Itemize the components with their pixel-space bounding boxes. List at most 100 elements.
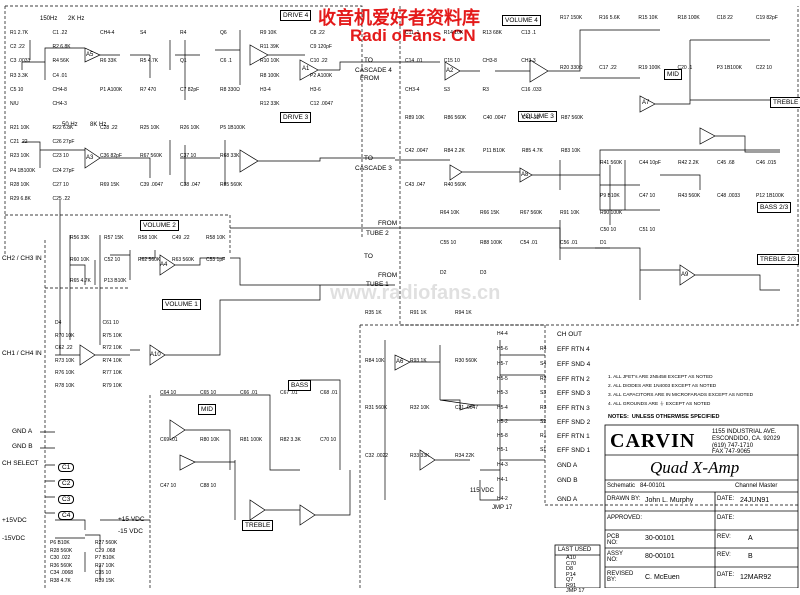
output-label: GND A: [557, 462, 578, 469]
output-pin: H5-2: [497, 419, 508, 425]
component-ref: C37 10: [180, 153, 197, 160]
component-ref: C6 .1: [220, 58, 232, 65]
ch-select-tag-1: C1: [58, 463, 75, 472]
product-name: Quad X-Amp: [650, 458, 740, 477]
section-volume4: VOLUME 4: [502, 15, 541, 26]
last-used-item: P14: [566, 571, 576, 578]
input-vdc-pos: +15VDC: [2, 517, 27, 524]
component-ref: R8 100K: [260, 72, 280, 79]
component-ref: R90 100K: [600, 210, 623, 216]
component-ref: R30 560K: [455, 357, 478, 364]
note-4-text: 4. ALL GROUNDS ARE: [608, 402, 659, 407]
rev-label-2: REV:: [717, 552, 731, 558]
component-ref: R94 1K: [455, 310, 472, 316]
component-ref: C70 10: [320, 436, 337, 443]
component-ref: R8 330Ω: [220, 86, 240, 93]
component-ref: S3: [443, 86, 450, 93]
output-pin: H5-6: [497, 346, 508, 352]
component-ref: C9 120pF: [310, 44, 332, 51]
input-ch1-ch4: CH1 / CH4 IN: [2, 350, 42, 357]
last-used-item: C70: [566, 560, 577, 567]
component-ref: CH3-3: [521, 58, 536, 65]
note-2: 2. ALL DIODES ARE 1N4003 EXCEPT AS NOTED: [608, 384, 717, 389]
component-ref: R29 6.8K: [10, 195, 31, 202]
component-ref: R67 560K: [520, 210, 543, 216]
component-ref: R83 10K: [561, 148, 581, 155]
component-ref: R5 4.7K: [140, 58, 159, 65]
opamp-label: A10: [150, 352, 161, 358]
component-ref: R35 1K: [365, 310, 382, 316]
output-tag: S3: [540, 390, 547, 396]
date-3: 12MAR92: [740, 574, 772, 581]
output-tag: R3: [540, 405, 547, 411]
component-ref: C11 .1: [405, 30, 420, 36]
revised-label: REVISED BY:: [607, 571, 634, 583]
ch-select-tag-2: C2: [58, 479, 75, 488]
section-mid-top: MID: [664, 69, 682, 80]
last-used-item: R91: [566, 582, 577, 589]
opamp-label: A8: [521, 172, 529, 178]
component-ref: C47 10: [639, 193, 656, 200]
component-ref: P6 B10K: [50, 540, 70, 546]
ch-select-tag-4: C4: [58, 511, 75, 520]
output-pin: H5-7: [497, 361, 508, 367]
component-ref: R21 10K: [10, 125, 30, 131]
output-pin: H4-2: [497, 496, 508, 502]
component-ref: R28 560K: [50, 547, 73, 554]
component-ref: C61 10: [102, 320, 119, 326]
section-volume2: VOLUME 2: [140, 220, 179, 231]
component-ref: R87 560K: [561, 115, 584, 121]
last-used-item: D8: [566, 566, 574, 572]
component-ref: R10 10K: [260, 58, 280, 65]
section-treble23: TREBLE 2/3: [757, 254, 800, 265]
component-ref: R86 560K: [444, 115, 467, 121]
schematic-number: 84-00101: [640, 483, 666, 489]
component-ref: P5 1B100K: [220, 125, 246, 131]
component-ref: Q6: [220, 30, 227, 36]
approved-label: APPROVED:: [607, 515, 643, 521]
component-ref: R13 68K: [482, 30, 502, 36]
component-ref: P12 1B100K: [756, 193, 785, 200]
component-ref: R82 3.3K: [280, 436, 301, 443]
component-ref: C1 .22: [52, 30, 68, 36]
component-ref: R20 330Ω: [560, 65, 583, 71]
component-ref: R77 10K: [102, 370, 122, 376]
last-used-item: A10: [566, 555, 576, 561]
component-ref: R43 560K: [678, 193, 701, 200]
component-ref: C69 .01: [160, 436, 178, 443]
component-ref: R76 10K: [55, 370, 75, 376]
component-ref: CH3-8: [482, 58, 497, 65]
component-ref: C35 10: [95, 570, 112, 576]
component-ref: D2: [440, 270, 447, 276]
component-ref: R37 10K: [95, 562, 115, 569]
rev-label-1: REV:: [717, 534, 731, 540]
component-ref: R75 10K: [102, 332, 122, 339]
output-tag: R4: [540, 346, 547, 352]
component-ref: C40 .0047: [483, 115, 507, 121]
opamp-label: A5: [86, 52, 94, 58]
output-label: EFF SND 1: [557, 447, 591, 454]
section-bass-bottom: BASS: [288, 380, 312, 391]
component-ref: C21 .22: [10, 139, 28, 146]
brand-logo: CARVIN: [610, 430, 696, 452]
schematic-label: Schematic: [607, 483, 636, 489]
opamp-label: A9: [681, 272, 689, 278]
ch-select-tag-3: C3: [58, 495, 75, 504]
section-drive3: DRIVE 3: [280, 112, 312, 123]
component-ref: P13 B10K: [104, 278, 127, 285]
component-ref: R15 10K: [638, 15, 658, 21]
component-ref: S4: [140, 30, 147, 36]
tube2-to: TO: [364, 253, 373, 260]
tube1-from: FROM: [378, 272, 398, 279]
output-label: EFF SND 2: [557, 419, 591, 426]
component-ref: R88 100K: [480, 240, 503, 246]
component-ref: C10 .22: [310, 58, 328, 65]
fax: FAX 747-9065: [712, 449, 751, 455]
watermark-chinese: 收音机爱好者资料库: [318, 8, 480, 28]
output-pin: H4-1: [497, 477, 508, 483]
output-tag: S4: [540, 361, 547, 367]
component-ref: C8 .22: [310, 30, 325, 36]
output-label: GND A: [557, 496, 578, 503]
freq-50hz: 50 Hz: [62, 122, 78, 128]
notes-header: NOTES: UNLESS OTHERWISE SPECIFIED: [608, 414, 719, 421]
